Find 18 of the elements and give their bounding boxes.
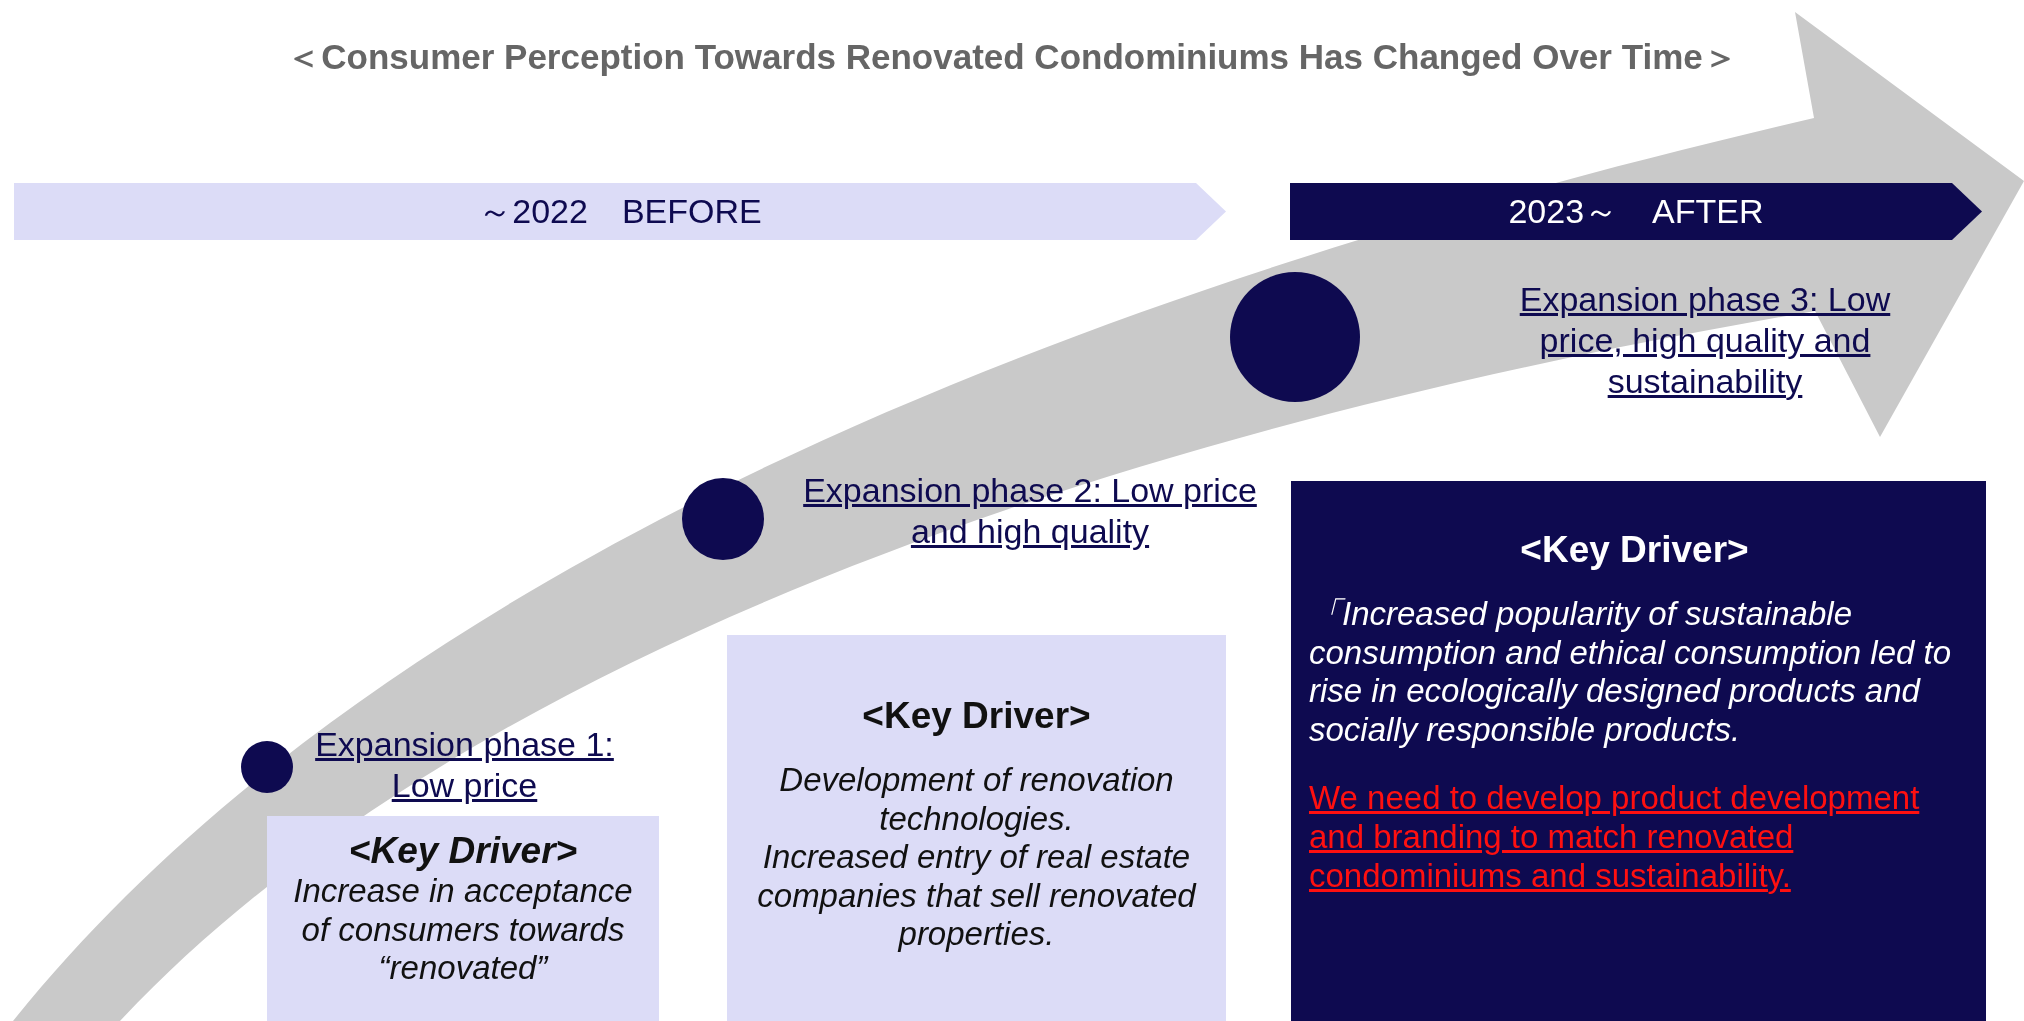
timeline-banner: 2023～ AFTER <box>1290 183 1982 240</box>
driver-box <box>267 816 659 1021</box>
phase-heading: Expansion phase 1: Low price <box>292 724 637 808</box>
driver-box <box>1291 481 1986 1021</box>
key-driver-heading: <Key Driver> <box>862 695 1091 737</box>
driver-text: 「Increased popularity of sustainable consumption and ethical consumption led to rise in ecologically designed products and socially responsible products. <box>1309 595 1953 750</box>
phase-heading: Expansion phase 2: Low price and high quality <box>790 470 1270 554</box>
driver-text: Increased entry of real estate companies that sell renovated properties. <box>756 838 1198 955</box>
action-note: We need to develop product development and branding to match renovated condominiums and sustainability. <box>1309 779 1921 896</box>
driver-text: Increase in acceptance of consumers towards “renovated” <box>292 872 634 988</box>
timeline-banner: ～2022 BEFORE <box>14 183 1226 240</box>
key-driver-heading: <Key Driver> <box>348 830 578 872</box>
key-driver-heading: <Key Driver> <box>1520 529 1749 571</box>
driver-box <box>727 635 1226 1021</box>
milestone-dot <box>241 741 293 793</box>
diagram-title: ＜Consumer Perception Towards Renovated Condominiums Has Changed Over Time＞ <box>285 36 1739 78</box>
driver-text: Development of renovation technologies. <box>778 761 1175 839</box>
phase-heading: Expansion phase 3: Low price, high quality and sustainability <box>1490 279 1920 403</box>
